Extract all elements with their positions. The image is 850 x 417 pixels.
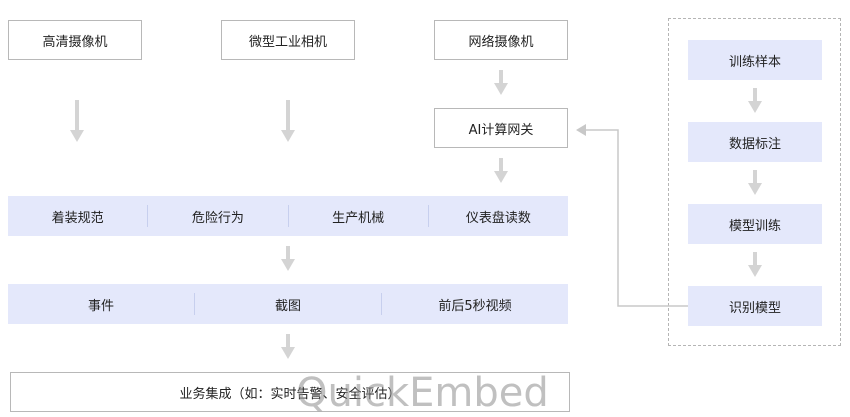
arrow-down-network-camera-icon bbox=[494, 70, 508, 95]
detection-item-production-machinery: 生产机械 bbox=[289, 205, 429, 227]
hd-camera-label: 高清摄像机 bbox=[42, 34, 108, 50]
micro-industrial-camera-label: 微型工业相机 bbox=[248, 34, 327, 50]
arrow-down-training-3-icon bbox=[748, 252, 762, 277]
micro-industrial-camera-box: 微型工业相机 bbox=[221, 20, 355, 60]
training-samples-label: 训练样本 bbox=[728, 54, 781, 70]
outputs-band: 事件 截图 前后5秒视频 bbox=[8, 284, 568, 324]
network-camera-label: 网络摄像机 bbox=[468, 34, 534, 50]
recognition-model-label: 识别模型 bbox=[728, 300, 781, 316]
arrow-down-micro-camera-icon bbox=[281, 100, 295, 142]
arrow-down-detection-icon bbox=[281, 246, 295, 271]
arrow-down-hd-camera-icon bbox=[70, 100, 84, 142]
data-annotation-label: 数据标注 bbox=[728, 136, 781, 152]
arrow-down-training-2-icon bbox=[748, 170, 762, 195]
detection-item-gauge-reading: 仪表盘读数 bbox=[465, 210, 531, 226]
business-integration-box: 业务集成（如：实时告警、安全评估） bbox=[10, 372, 570, 412]
model-training-box: 模型训练 bbox=[688, 204, 822, 244]
quickembed-watermark: QuickEmbed bbox=[296, 370, 549, 416]
output-item-event: 事件 bbox=[8, 293, 195, 315]
arrow-down-gateway-icon bbox=[494, 158, 508, 183]
detection-item-dangerous-behavior: 危险行为 bbox=[148, 205, 289, 227]
detection-item-dress-code: 着装规范 bbox=[8, 205, 149, 227]
arrow-down-training-1-icon bbox=[748, 88, 762, 113]
output-item-screenshot: 截图 bbox=[195, 293, 382, 315]
model-deploy-connector-icon bbox=[576, 124, 688, 307]
business-integration-label: 业务集成（如：实时告警、安全评估） bbox=[179, 386, 401, 402]
ai-gateway-box: AI计算网关 bbox=[434, 108, 568, 148]
model-training-label: 模型训练 bbox=[728, 218, 781, 234]
ai-gateway-label: AI计算网关 bbox=[468, 122, 534, 138]
arrow-down-outputs-icon bbox=[281, 334, 295, 359]
detection-categories-band: 着装规范 危险行为 生产机械 仪表盘读数 bbox=[8, 196, 568, 236]
data-annotation-box: 数据标注 bbox=[688, 122, 822, 162]
recognition-model-box: 识别模型 bbox=[688, 286, 822, 326]
output-item-video-clip: 前后5秒视频 bbox=[438, 298, 512, 314]
hd-camera-box: 高清摄像机 bbox=[8, 20, 142, 60]
model-training-frame bbox=[668, 18, 841, 346]
network-camera-box: 网络摄像机 bbox=[434, 20, 568, 60]
training-samples-box: 训练样本 bbox=[688, 40, 822, 80]
